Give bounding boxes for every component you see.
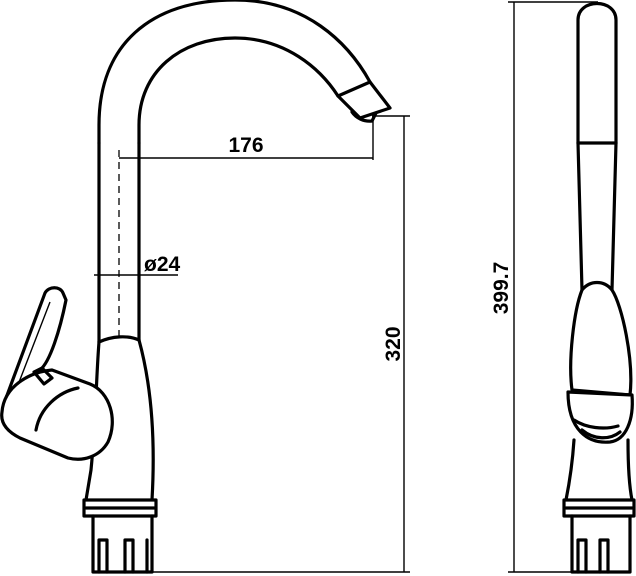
dimension-reach-label: 176 — [228, 134, 263, 157]
thread-stud-2 — [123, 538, 135, 574]
side-spout-top — [576, 1, 618, 145]
spout-head — [336, 80, 392, 120]
spout-tube-outline — [97, 0, 372, 145]
side-housing — [566, 390, 634, 444]
handle-pivot — [32, 366, 54, 386]
dimension-height: 320 — [152, 115, 410, 573]
side-thread-studs — [576, 538, 610, 574]
mounting-shank — [91, 514, 154, 574]
faucet-front-view — [0, 0, 392, 574]
dimension-total-height: 399.7 — [490, 1, 598, 573]
side-body — [564, 438, 634, 502]
faucet-side-view — [562, 1, 636, 574]
handle-base-ring — [34, 386, 80, 432]
aerator — [350, 110, 378, 123]
side-stem — [576, 141, 618, 292]
spout-tube-inner-outline — [137, 36, 340, 145]
thread-stud-1 — [97, 538, 109, 574]
dimension-reach: 176 — [119, 116, 374, 160]
handle-base — [0, 368, 114, 461]
side-housing-inner — [572, 418, 622, 440]
side-lever — [569, 280, 633, 397]
dimension-diameter-label: ø24 — [144, 253, 181, 276]
dimension-total-height-label: 399.7 — [490, 262, 513, 315]
dimension-diameter: ø24 — [94, 253, 181, 276]
body-collar — [97, 335, 141, 344]
lever-handle-inner — [15, 301, 51, 391]
dimension-height-label: 320 — [382, 326, 405, 361]
